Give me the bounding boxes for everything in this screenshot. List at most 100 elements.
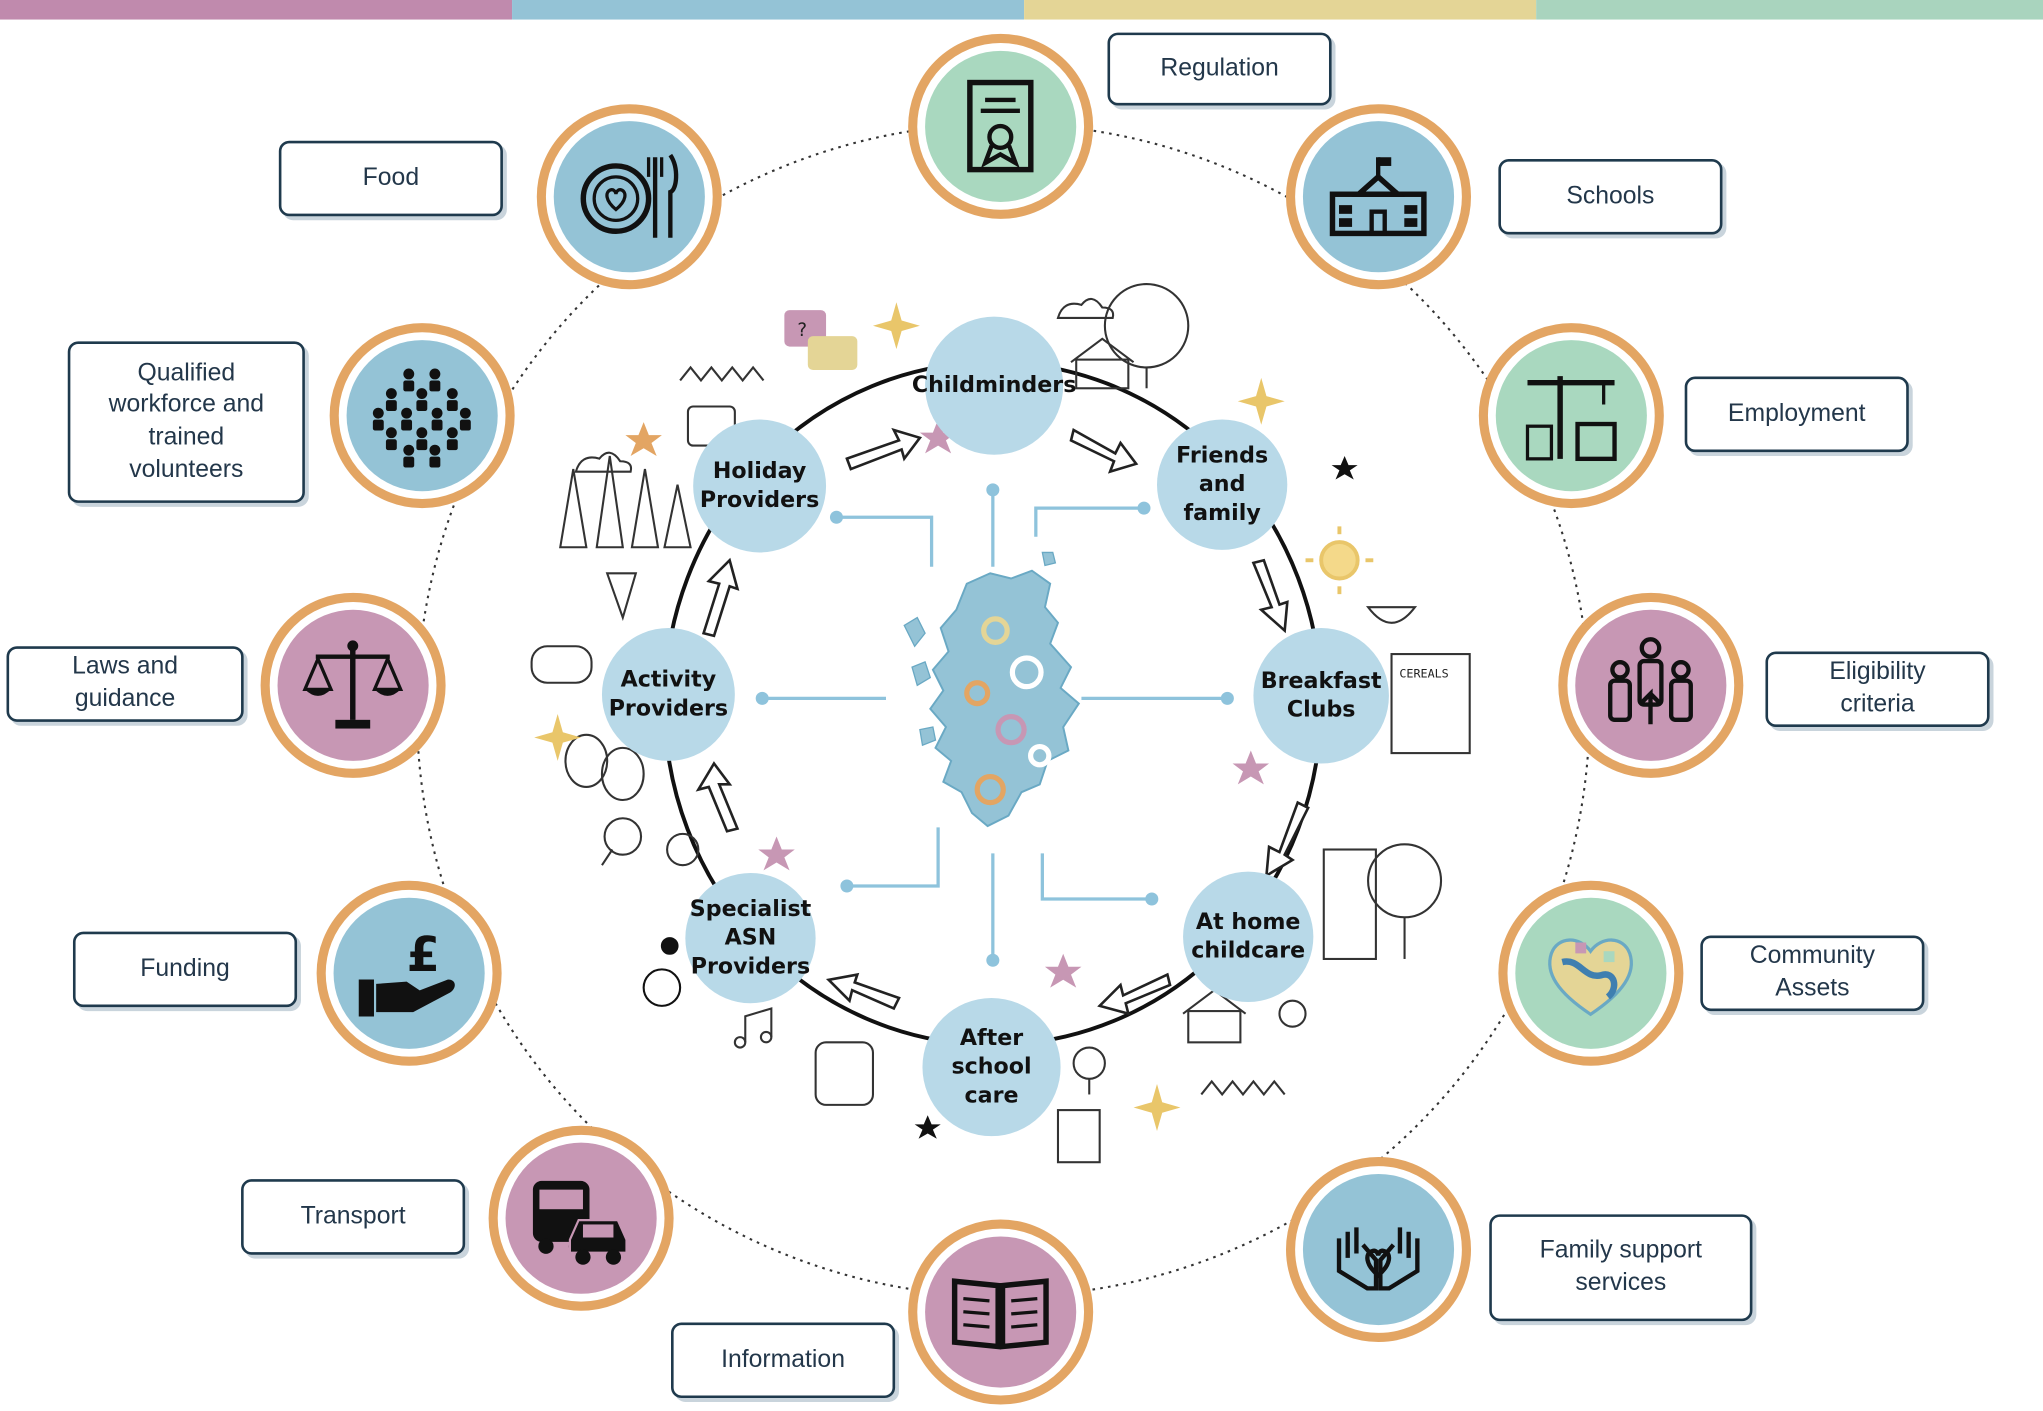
node-at-home-childcare: At home childcare (1183, 871, 1314, 1002)
wheelchair-user-doodle (642, 937, 682, 1007)
label-laws: Laws and guidance (6, 646, 244, 722)
decorative-doodles (530, 282, 1471, 1164)
core (1302, 121, 1455, 273)
label-information: Information (671, 1322, 896, 1399)
hand-pound-icon: £ (359, 928, 456, 1017)
parents-doodle (1278, 999, 1307, 1028)
core (1302, 1173, 1455, 1326)
arrow-after-to-specialist (825, 972, 901, 1011)
cloud-doodle-top (1056, 297, 1115, 319)
house-doodle-top (1070, 337, 1135, 390)
arrow-athome-to-after (1097, 972, 1172, 1016)
transport-circle (488, 1125, 674, 1311)
connector-dots (755, 483, 1234, 967)
zigzag-doodle-left (679, 365, 765, 383)
map-connectors (762, 489, 1228, 961)
certificate-icon (967, 80, 1034, 173)
node-friends-and-family: Friends and family (1157, 419, 1288, 550)
node-holiday-providers: Holiday Providers (693, 419, 827, 553)
core (925, 1236, 1077, 1388)
node-childminders: Childminders (912, 316, 1076, 455)
cereal-bowl-doodle (1365, 606, 1418, 624)
label-employment: Employment (1684, 376, 1909, 453)
regulation-circle (908, 33, 1094, 219)
cloud-doodle-left (574, 451, 633, 473)
speech-bubble-text: ? (797, 320, 807, 341)
core (505, 1142, 657, 1294)
cereal-box-doodle (1390, 653, 1471, 755)
plate-cutlery-icon (580, 154, 679, 239)
employment-circle (1478, 323, 1664, 509)
workforce-circle (329, 323, 515, 509)
core (346, 340, 498, 492)
lightbulb-doodle (1072, 1046, 1106, 1095)
svg-text:£: £ (407, 928, 440, 983)
construction-crane-icon (1526, 376, 1618, 462)
food-circle (536, 104, 722, 290)
stars-doodles (534, 302, 1358, 1139)
top-color-bar-3 (1024, 0, 1537, 20)
school-building-icon (1330, 157, 1427, 237)
node-specialist-asn-providers: Specialist ASN Providers (685, 872, 816, 1004)
arrow-specialist-to-activity (695, 761, 740, 833)
label-transport: Transport (241, 1179, 466, 1255)
music-notes-doodle (733, 1007, 773, 1049)
label-regulation: Regulation (1107, 32, 1332, 106)
core: £ (333, 897, 485, 1049)
top-color-bar-2 (512, 0, 1025, 20)
label-family-support: Family support services (1489, 1214, 1753, 1322)
community-assets-circle (1498, 880, 1684, 1066)
family-support-circle (1285, 1157, 1472, 1343)
badminton-shuttle-doodle (605, 572, 638, 621)
apartment-doodle (1322, 848, 1377, 960)
node-breakfast-clubs: Breakfast Clubs (1253, 628, 1389, 764)
people-eligibility-icon (1608, 637, 1694, 725)
open-book-icon (952, 1278, 1050, 1350)
football-doodle (666, 832, 700, 867)
schools-circle (1285, 104, 1472, 290)
cereal-box-text: CEREALS (1399, 667, 1448, 681)
eligibility-circle (1558, 592, 1744, 778)
core (925, 50, 1077, 202)
sun-doodle (1305, 526, 1374, 595)
core (1515, 897, 1667, 1049)
backpack-doodle (814, 1041, 875, 1106)
tree-doodle-top (1103, 282, 1190, 389)
ping-pong-doodle (601, 817, 643, 866)
label-eligibility: Eligibility criteria (1765, 651, 1990, 728)
label-food: Food (278, 140, 503, 217)
scotland-map (903, 551, 1081, 828)
label-schools: Schools (1498, 158, 1723, 235)
node-after-school-care: After school care (922, 998, 1061, 1137)
community-map-icon (1548, 938, 1634, 1017)
top-color-bar-1 (0, 0, 513, 20)
core (553, 121, 705, 273)
zigzag-doodle-right (1200, 1079, 1286, 1097)
arrow-holiday-to-childminders (845, 427, 923, 471)
arrow-childminders-to-friends (1069, 427, 1139, 474)
notebook-doodle (1056, 1109, 1101, 1164)
game-controller-doodle (530, 645, 593, 684)
trees-doodle (559, 455, 692, 549)
arrow-activity-to-holiday (701, 557, 740, 638)
laws-circle (260, 592, 446, 778)
scales-icon (302, 640, 404, 729)
scotland-islands (903, 551, 1057, 747)
hands-heart-icon (1337, 1227, 1420, 1291)
label-workforce: Qualified workforce and trained voluntee… (67, 341, 305, 503)
speech-bubbles-doodle (784, 310, 858, 371)
core (1495, 340, 1647, 492)
funding-circle: £ (316, 880, 502, 1066)
core (1575, 609, 1727, 761)
crowd-icon (373, 368, 472, 468)
top-color-bar-4 (1536, 0, 2043, 20)
cycle-arrows (695, 427, 1310, 1016)
label-community-assets: Community Assets (1700, 935, 1925, 1012)
gear-icons (964, 616, 1052, 806)
label-funding: Funding (72, 931, 298, 1008)
bus-car-icon (533, 1181, 628, 1266)
arrow-friends-to-breakfast (1251, 558, 1289, 634)
information-circle (908, 1219, 1094, 1405)
